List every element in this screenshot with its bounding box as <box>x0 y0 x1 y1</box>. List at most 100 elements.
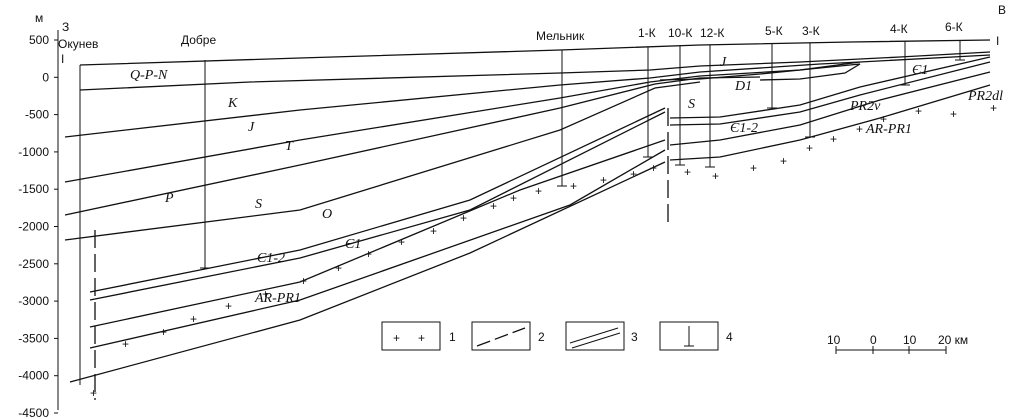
basement-top-west <box>69 161 666 383</box>
layer-ar-east: AR-PR1 <box>865 122 912 137</box>
basement-cross: + <box>190 312 197 326</box>
layer-ar-west: AR-PR1 <box>254 291 301 306</box>
layer-e1-east: Є1 <box>912 63 928 78</box>
well-label-6k: 6-К <box>945 20 963 34</box>
basement-cross: + <box>490 199 497 213</box>
well-label-5k: 5-К <box>765 24 783 38</box>
basement-symbols: ++++++++++++++++++++++++++++++ <box>90 101 997 400</box>
basement-cross: + <box>950 107 957 121</box>
basement-cross: + <box>570 179 577 193</box>
scale-bar: 10 0 10 20 км <box>827 333 968 354</box>
legend-number-1: 1 <box>449 330 456 344</box>
well-label-dobre: Добре <box>181 33 216 47</box>
axis-tick-label: -3000 <box>18 294 49 308</box>
base-e1 <box>89 149 666 349</box>
axis-tick-label: -3500 <box>18 331 49 345</box>
basement-cross: + <box>335 261 342 275</box>
layer-e1-west: Є1 <box>345 237 361 252</box>
axis-tick-label: -2000 <box>18 220 49 234</box>
basement-cross: + <box>880 112 887 126</box>
basement-cross: + <box>225 299 232 313</box>
basement-cross: + <box>990 101 997 115</box>
legend: + + 1 2 3 4 <box>381 321 733 351</box>
legend-cross-symbol-1: + <box>393 331 400 345</box>
east-block-e12-top <box>669 61 991 126</box>
basement-cross: + <box>750 161 757 175</box>
legend-box-crosses <box>381 321 441 351</box>
layer-labels: Q-P-N K J T P S O Є1-2 Є1 AR-PR1 S Є1-2 … <box>130 55 1003 306</box>
basement-cross: + <box>262 287 269 301</box>
layer-p: P <box>164 191 174 206</box>
legend-number-4: 4 <box>726 330 733 344</box>
basement-cross: + <box>856 122 863 136</box>
well-label-3k: 3-К <box>802 24 820 38</box>
basement-cross: + <box>830 132 837 146</box>
wells <box>79 40 965 385</box>
basement-cross: + <box>780 154 787 168</box>
well-label-1k: 1-К <box>638 26 656 40</box>
layer-qpn: Q-P-N <box>130 68 168 83</box>
depth-axis: м 5000-500-1000-1500-2000-2500-3000-3500… <box>18 11 59 419</box>
basement-cross: + <box>460 211 467 225</box>
basement-cross: + <box>684 165 691 179</box>
west-letter: З <box>62 20 69 34</box>
legend-boundary-symbol-1 <box>569 327 619 344</box>
basement-cross: + <box>915 104 922 118</box>
basement-cross: + <box>365 247 372 261</box>
axis-tick-label: 500 <box>29 33 49 47</box>
faults <box>94 108 669 400</box>
layer-o: O <box>322 207 332 222</box>
basement-cross: + <box>90 386 97 400</box>
scale-label-0: 0 <box>870 333 877 347</box>
legend-cross-symbol-2: + <box>418 331 425 345</box>
basement-cross: + <box>712 169 719 183</box>
legend-box-boundary <box>565 321 625 351</box>
layer-e12-east: Є1-2 <box>730 121 758 136</box>
legend-number-2: 2 <box>538 330 545 344</box>
well-label-10k: 10-К <box>668 26 692 40</box>
base-k <box>64 54 991 138</box>
legend-boundary-symbol-2 <box>571 332 621 349</box>
layer-s-east: S <box>688 97 695 112</box>
basement-cross: + <box>806 141 813 155</box>
base-o <box>89 111 666 301</box>
basement-cross: + <box>510 191 517 205</box>
legend-fault-symbol <box>476 327 526 347</box>
basement-cross: + <box>160 325 167 339</box>
base-qpn <box>79 51 991 91</box>
layer-pr2v: PR2v <box>849 99 881 114</box>
layer-j: J <box>248 120 255 135</box>
axis-tick-label: 0 <box>42 70 49 84</box>
layer-t: T <box>285 139 294 154</box>
basement-cross: + <box>430 224 437 238</box>
scale-label-10-left: 10 <box>827 333 841 347</box>
base-s <box>89 107 666 293</box>
well-label-melnyk: Мельник <box>536 29 585 43</box>
east-block-e12-base <box>669 71 991 146</box>
legend-number-3: 3 <box>631 330 638 344</box>
layer-d1: D1 <box>734 79 752 94</box>
east-block-top <box>669 56 991 119</box>
axis-tick-label: -4000 <box>18 369 49 383</box>
layer-j-east: J <box>720 55 727 70</box>
base-p <box>64 81 701 241</box>
stratigraphic-boundaries <box>64 39 991 383</box>
basement-cross: + <box>122 337 129 351</box>
scale-label-10-right: 10 <box>903 333 917 347</box>
legend-box-well <box>659 321 719 351</box>
layer-e12-west: Є1-2 <box>257 251 285 266</box>
well-label-4k: 4-К <box>890 22 908 36</box>
well-label-12k: 12-К <box>700 26 724 40</box>
east-block-basement-top <box>669 84 991 161</box>
legend-box-fault <box>471 321 531 351</box>
basement-cross: + <box>535 184 542 198</box>
profile-end-mark: I <box>996 34 999 48</box>
east-letter: В <box>998 3 1006 17</box>
axis-unit: м <box>35 11 43 25</box>
base-e12 <box>89 139 666 328</box>
axis-tick-label: -2500 <box>18 257 49 271</box>
layer-s-west: S <box>255 197 262 212</box>
basement-cross: + <box>650 161 657 175</box>
basement-cross: + <box>600 173 607 187</box>
